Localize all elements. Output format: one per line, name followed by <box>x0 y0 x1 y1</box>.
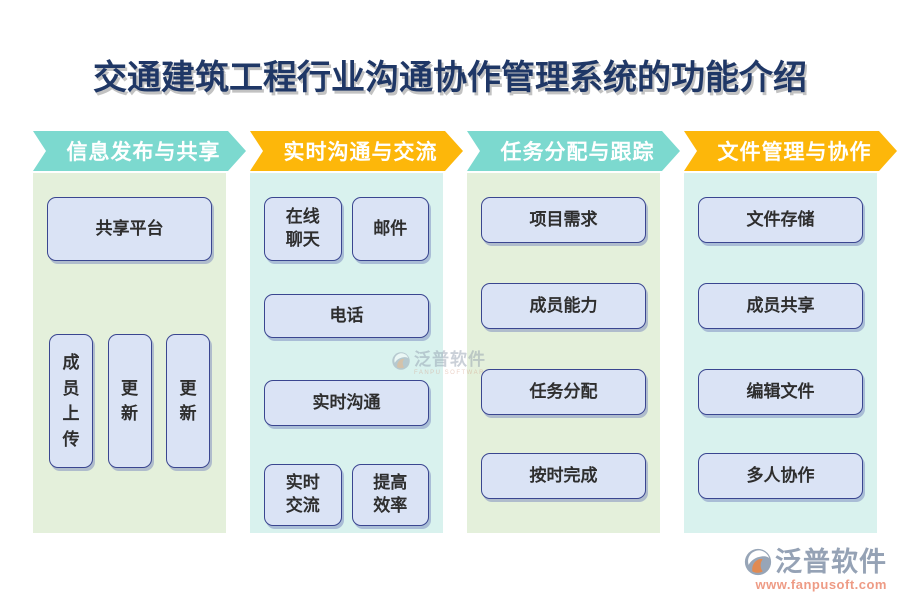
brand-row: 泛普软件 <box>743 547 887 577</box>
column-header-label: 文件管理与协作 <box>717 141 872 164</box>
feature-box: 提高效率 <box>351 464 429 526</box>
fanpu-logo-icon <box>744 548 772 576</box>
feature-box: 成员上传 <box>49 334 93 468</box>
feature-box: 邮件 <box>351 197 429 261</box>
column-panel: 共享平台 成员上传 更新 更新 <box>33 173 226 533</box>
column-panel: 在线聊天 邮件 电话 实时沟通 实时交流 提高效率 <box>250 173 443 533</box>
brand-url: www.fanpusoft.com <box>755 577 887 592</box>
column-task-assignment: 任务分配与跟踪 项目需求 成员能力 任务分配 按时完成 <box>467 131 660 533</box>
column-header-label: 任务分配与跟踪 <box>500 141 655 164</box>
column-file-collaboration: 文件管理与协作 文件存储 成员共享 编辑文件 多人协作 <box>684 131 877 533</box>
feature-box: 在线聊天 <box>264 197 342 261</box>
feature-box: 实时沟通 <box>264 380 429 426</box>
feature-box: 按时完成 <box>481 453 646 499</box>
brand-name: 泛普软件 <box>775 546 887 577</box>
feature-box: 电话 <box>264 294 429 338</box>
feature-box: 成员能力 <box>481 283 646 329</box>
column-panel: 文件存储 成员共享 编辑文件 多人协作 <box>684 173 877 533</box>
feature-box: 更新 <box>107 334 152 468</box>
column-header-label: 实时沟通与交流 <box>283 141 438 164</box>
feature-box: 实时交流 <box>264 464 342 526</box>
brand-logo: 泛普软件 www.fanpusoft.com <box>743 547 887 592</box>
column-info-sharing: 信息发布与共享 共享平台 成员上传 更新 更新 <box>33 131 226 533</box>
feature-box: 成员共享 <box>698 283 863 329</box>
feature-box: 项目需求 <box>481 197 646 243</box>
feature-box: 任务分配 <box>481 369 646 415</box>
feature-box: 编辑文件 <box>698 369 863 415</box>
columns-container: 信息发布与共享 共享平台 成员上传 更新 更新 实时沟通与交流 在线聊天 邮件 <box>33 131 877 533</box>
column-panel: 项目需求 成员能力 任务分配 按时完成 <box>467 173 660 533</box>
feature-box: 共享平台 <box>47 197 212 261</box>
box-row: 实时交流 提高效率 <box>264 464 429 526</box>
vertical-box-row: 成员上传 更新 更新 <box>47 334 212 468</box>
feature-box: 多人协作 <box>698 453 863 499</box>
feature-box: 文件存储 <box>698 197 863 243</box>
feature-box: 更新 <box>166 334 210 468</box>
column-header-arrow: 文件管理与协作 <box>684 131 897 171</box>
column-header-arrow: 任务分配与跟踪 <box>467 131 680 171</box>
box-row: 在线聊天 邮件 <box>264 197 429 261</box>
column-realtime-communication: 实时沟通与交流 在线聊天 邮件 电话 实时沟通 实时交流 提高效率 <box>250 131 443 533</box>
page-title: 交通建筑工程行业沟通协作管理系统的功能介绍 <box>93 59 807 97</box>
column-header-arrow: 实时沟通与交流 <box>250 131 463 171</box>
column-header-label: 信息发布与共享 <box>66 141 221 164</box>
column-header-arrow: 信息发布与共享 <box>33 131 246 171</box>
